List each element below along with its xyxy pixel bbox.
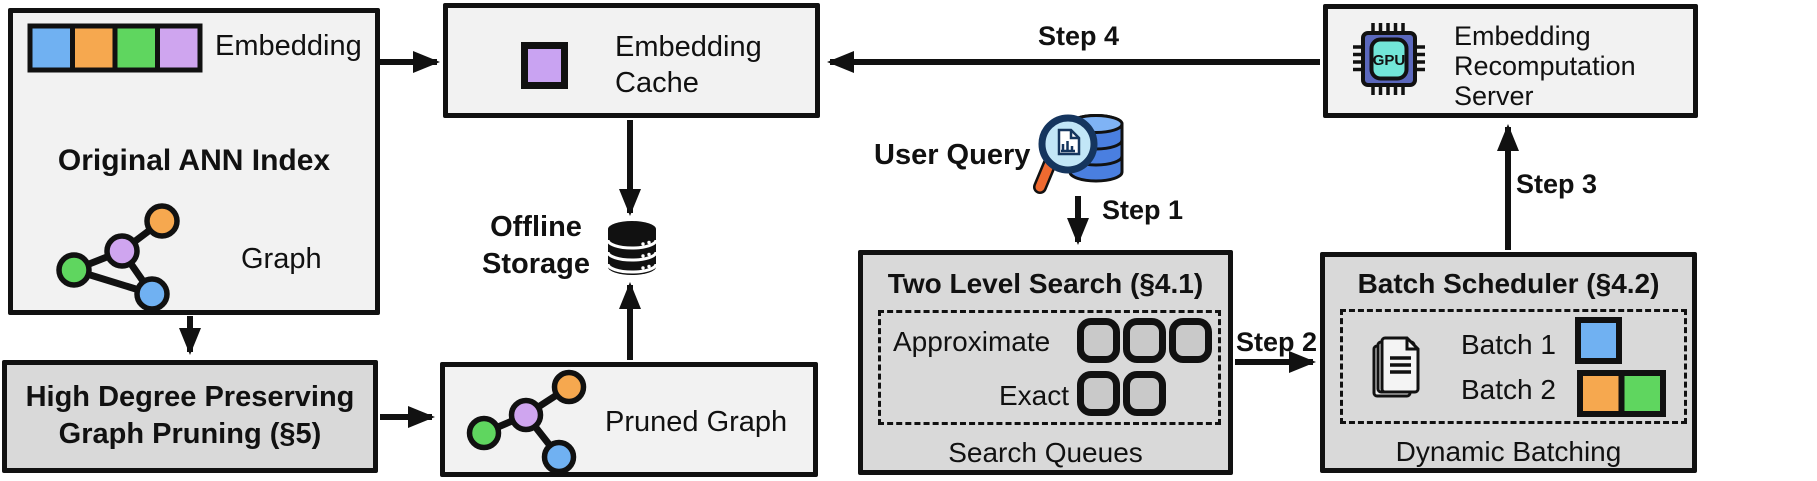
step-1-label: Step 1 (1102, 195, 1184, 225)
exact-label: Exact (998, 380, 1069, 411)
batch-scheduler-box: Batch Scheduler (§4.2) Batch 1 Batch 2 (1320, 252, 1697, 473)
pruned-graph-box: Pruned Graph (440, 362, 818, 477)
queue-slot (1123, 318, 1166, 363)
dynamic-batching-caption: Dynamic Batching (1395, 436, 1622, 467)
search-queues-caption: Search Queues (948, 437, 1143, 468)
offline-storage-label: Offline Storage (482, 211, 590, 280)
gpu-label: GPU (1373, 52, 1406, 69)
recomputation-server-label: Embedding Recomputation Server (1454, 21, 1636, 111)
approximate-queue-slots (1077, 318, 1212, 363)
step-3-label: Step 3 (1516, 169, 1598, 199)
embedding-cell-orange (70, 23, 118, 73)
query-search-icon (1033, 114, 1124, 194)
ann-index-title: Original ANN Index (57, 144, 331, 177)
step-2-label: Step 2 (1236, 327, 1318, 357)
pruned-graph-icon (466, 369, 587, 475)
dynamic-batching-dashed-box: Batch 1 Batch 2 (1340, 309, 1687, 424)
recomputation-server-box: GPU Embedding Recomputation Server (1323, 4, 1698, 118)
two-level-search-box: Two Level Search (§4.1) Approximate Exac… (858, 250, 1233, 475)
embedding-cache-box: Embedding Cache (443, 3, 820, 118)
graph-label: Graph (241, 243, 322, 275)
database-icon (606, 221, 658, 275)
documents-icon (1372, 336, 1420, 398)
approximate-label: Approximate (893, 326, 1051, 357)
embedding-label: Embedding (215, 30, 362, 62)
pruned-graph-label: Pruned Graph (605, 406, 788, 438)
batch-scheduler-title: Batch Scheduler (§4.2) (1357, 268, 1660, 299)
embedding-cell-green (112, 23, 160, 73)
original-ann-index-box: Embedding Original ANN Index Graph (8, 8, 380, 315)
embedding-cache-label: Embedding Cache (615, 31, 762, 99)
queue-slot (1169, 318, 1212, 363)
embedding-cell-purple (155, 23, 203, 73)
queue-slot (1077, 318, 1120, 363)
batch1-squares (1575, 317, 1622, 364)
cached-embedding-icon (521, 42, 568, 89)
step-4-label: Step 4 (1038, 21, 1120, 51)
embedding-vector-icon (27, 23, 203, 73)
batch1-label: Batch 1 (1461, 329, 1556, 360)
gpu-chip-icon: GPU (1353, 23, 1425, 95)
high-degree-pruning-title: High Degree Preserving Graph Pruning (§5… (25, 381, 355, 450)
batch2-label: Batch 2 (1461, 374, 1556, 405)
embedding-cell-blue (27, 23, 75, 73)
search-queues-dashed-box: Approximate Exact (878, 310, 1221, 425)
user-query-label: User Query (874, 139, 1031, 171)
high-degree-pruning-box: High Degree Preserving Graph Pruning (§5… (2, 360, 378, 473)
exact-queue-slots (1077, 371, 1166, 416)
graph-icon (56, 203, 180, 312)
two-level-search-title: Two Level Search (§4.1) (887, 268, 1204, 299)
queue-slot (1077, 371, 1120, 416)
batch2-squares (1577, 370, 1666, 417)
queue-slot (1123, 371, 1166, 416)
